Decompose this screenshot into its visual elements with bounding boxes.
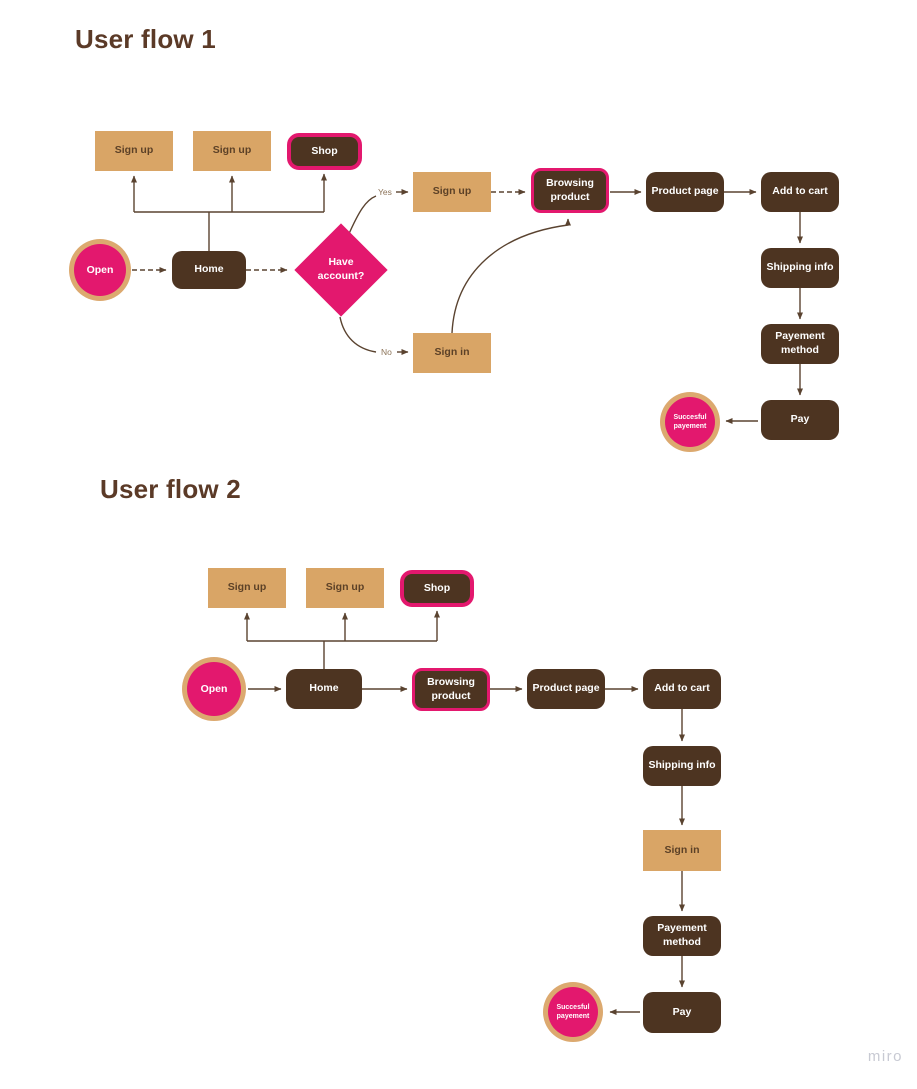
flow2-success-node[interactable]: Succesful payement (543, 982, 603, 1042)
flow1-product-page-node[interactable]: Product page (646, 172, 724, 212)
node-label: Product page (532, 682, 600, 695)
node-label: Product page (651, 185, 719, 198)
flow2-signup-top-mid-node[interactable]: Sign up (306, 568, 384, 608)
flow2-signin-node[interactable]: Sign in (643, 830, 721, 871)
node-label: Add to cart (772, 185, 828, 198)
node-label: Home (309, 682, 339, 695)
edge-f1-signin-browsing[interactable] (451, 218, 571, 334)
flow2-title[interactable]: User flow 2 (100, 474, 241, 504)
flow1-signin-node[interactable]: Sign in (413, 333, 491, 373)
flow1-no-label: No (381, 347, 392, 357)
miro-watermark: miro (867, 1048, 903, 1065)
flow2-payment-method-node[interactable]: Payement method (643, 916, 721, 956)
node-label: Succesful payement (556, 1003, 590, 1020)
node-label: Sign up (227, 581, 267, 594)
edge-f2-home-branch[interactable] (247, 640, 437, 669)
node-label: Home (194, 263, 224, 276)
node-label: Sign up (325, 581, 365, 594)
node-label: Sign in (664, 843, 700, 856)
edge-f1-decision-yes-curve[interactable] (347, 195, 377, 237)
flow1-open-node[interactable]: Open (69, 239, 131, 301)
node-label: Payement method (775, 330, 825, 356)
flow2-browsing-product-node[interactable]: Browsing product (412, 668, 490, 711)
edge-f1-home-branch[interactable] (134, 211, 324, 251)
node-label: Shop (423, 581, 451, 594)
flow2-signup-top-left-node[interactable]: Sign up (208, 568, 286, 608)
node-label: Open (86, 264, 114, 276)
node-label: Browsing product (427, 675, 475, 702)
node-label: Sign in (434, 346, 470, 359)
node-label: Sign up (114, 144, 154, 157)
flow1-pay-node[interactable]: Pay (761, 400, 839, 440)
node-label: Shipping info (648, 759, 716, 772)
flow2-product-page-node[interactable]: Product page (527, 669, 605, 709)
flow1-payment-method-node[interactable]: Payement method (761, 324, 839, 364)
flow1-browsing-product-node[interactable]: Browsing product (531, 168, 609, 213)
flow1-shipping-info-node[interactable]: Shipping info (761, 248, 839, 288)
flow1-add-to-cart-node[interactable]: Add to cart (761, 172, 839, 212)
node-label: Sign up (432, 185, 472, 198)
flow2-shipping-info-node[interactable]: Shipping info (643, 746, 721, 786)
node-label: Payement method (657, 922, 707, 948)
flow1-success-node[interactable]: Succesful payement (660, 392, 720, 452)
node-label: Shop (311, 144, 338, 157)
node-label: Open (200, 683, 228, 695)
flow1-title[interactable]: User flow 1 (75, 24, 216, 54)
edge-f1-decision-no-curve[interactable] (339, 316, 377, 353)
flow2-home-node[interactable]: Home (286, 669, 362, 709)
flow1-signup-top-mid-node[interactable]: Sign up (193, 131, 271, 171)
flow2-add-to-cart-node[interactable]: Add to cart (643, 669, 721, 709)
flow1-home-node[interactable]: Home (172, 251, 246, 289)
node-label: Pay (672, 1005, 692, 1018)
flow2-pay-node[interactable]: Pay (643, 992, 721, 1033)
node-label: Sign up (212, 144, 252, 157)
node-label: Add to cart (654, 682, 710, 695)
flow1-decision-label: Have account? (317, 256, 365, 282)
node-label: Succesful payement (673, 413, 707, 430)
node-label: Shipping info (766, 261, 834, 274)
flow1-signup-top-left-node[interactable]: Sign up (95, 131, 173, 171)
node-label: Browsing product (546, 176, 594, 203)
flow1-shop-node[interactable]: Shop (287, 133, 362, 170)
node-label: Pay (790, 413, 810, 426)
flow1-yes-label: Yes (378, 187, 392, 197)
flow1-signup-node[interactable]: Sign up (413, 172, 491, 212)
flow2-open-node[interactable]: Open (182, 657, 246, 721)
flow2-shop-node[interactable]: Shop (400, 570, 474, 607)
